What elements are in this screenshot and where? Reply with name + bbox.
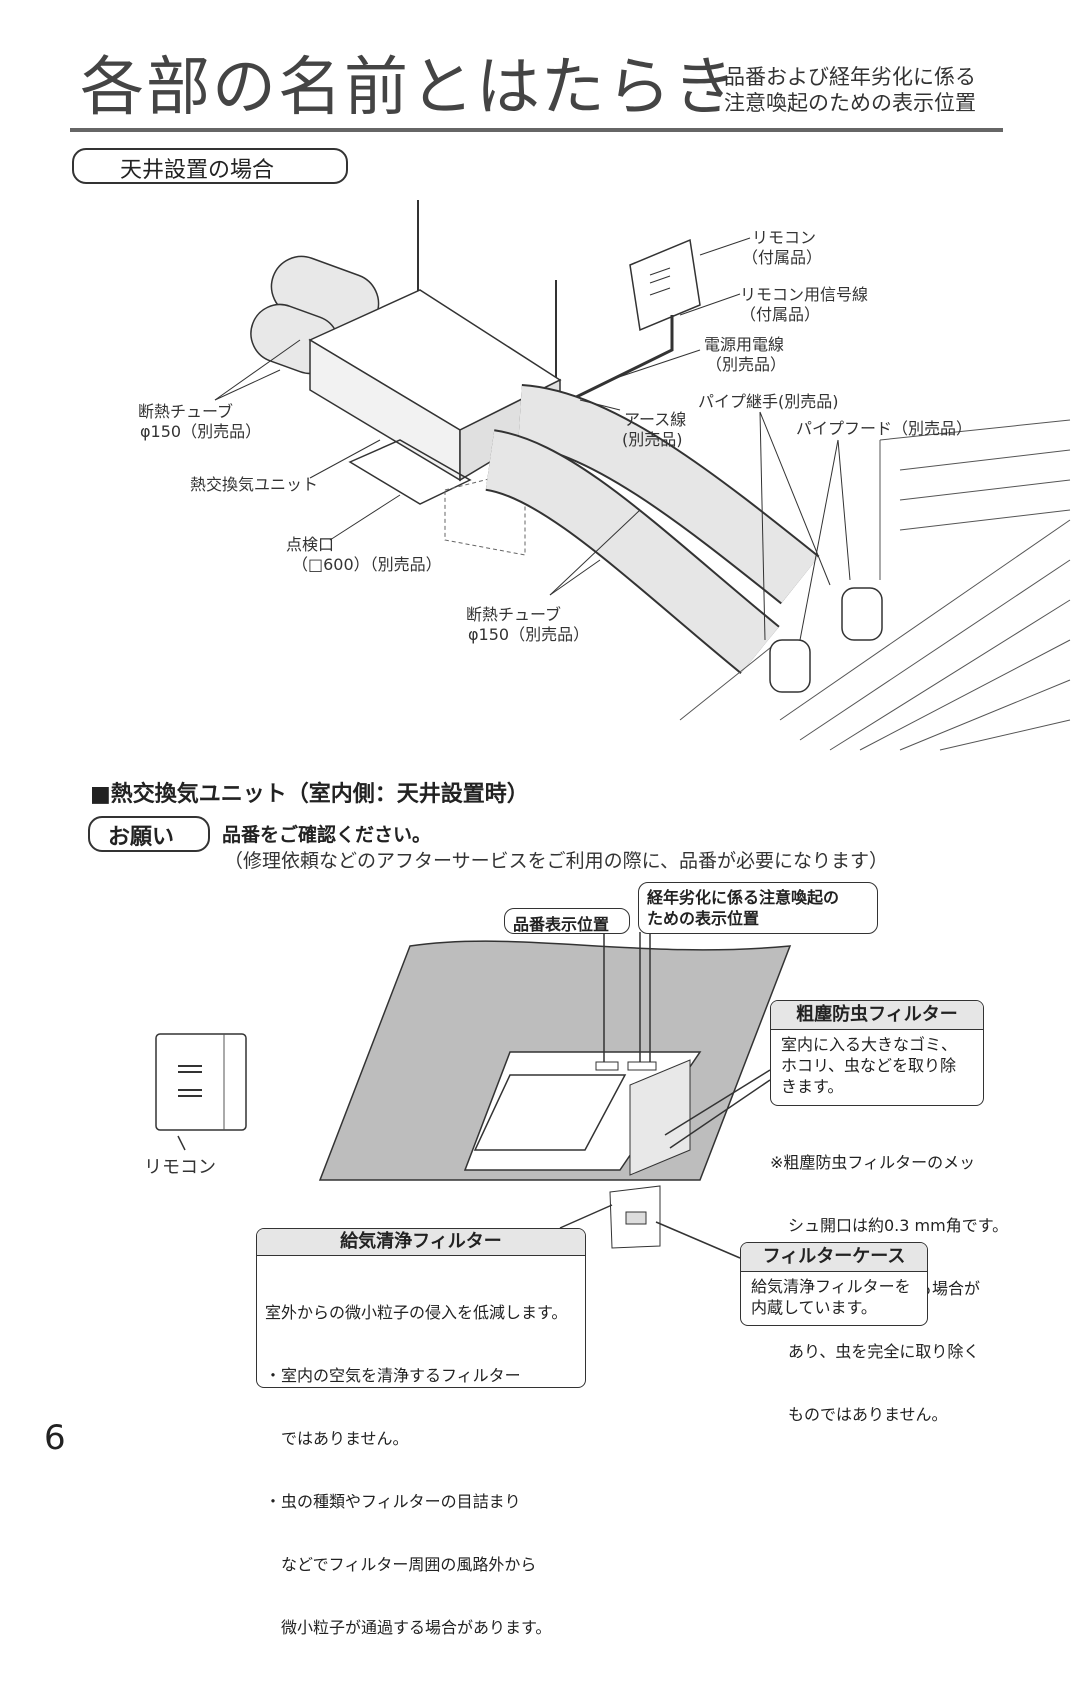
ceiling-installation-diagram	[214, 200, 1071, 751]
filter-case-slot	[625, 1211, 647, 1225]
coarse-filter-title: 粗塵防虫フィルター	[771, 1001, 983, 1030]
page-subtitle: 品番および経年劣化に係る 注意喚起のための表示位置	[724, 64, 976, 116]
leader-lines	[214, 237, 851, 641]
inspection-opening	[348, 439, 472, 505]
label-remote-wire-note: （付属品）	[740, 305, 821, 324]
ducts-to-wall	[484, 384, 820, 674]
ceiling-section-label: 天井設置の場合	[72, 148, 348, 184]
request-subtext: （修理依頼などのアフターサービスをご利用の際に、品番が必要になります）	[224, 850, 889, 872]
request-text: 品番をご確認ください。	[222, 824, 432, 846]
remote-control-front	[155, 1033, 247, 1131]
aging-notice-label: 経年劣化に係る注意喚起の ための表示位置	[638, 882, 878, 934]
label-remote-note: （付属品）	[742, 248, 823, 267]
label-pipe-joint: パイプ継手(別売品)	[698, 392, 839, 411]
indoor-unit-diagram	[155, 932, 792, 1259]
label-tube-left: 断熱チューブ	[138, 402, 234, 421]
label-tube-bottom-size: φ150（別売品）	[468, 625, 590, 644]
coarse-filter-illustration	[629, 1059, 691, 1176]
title-rule	[70, 128, 1003, 132]
indoor-leader-lines	[177, 932, 771, 1259]
aging-label-spot	[627, 1061, 657, 1071]
remote-control-illustration	[559, 238, 701, 407]
label-inspection: 点検口	[286, 535, 335, 554]
label-power-wire: 電源用電線	[704, 335, 785, 354]
remote-label: リモコン	[144, 1157, 216, 1178]
pipe-hoods	[769, 587, 883, 693]
label-power-wire-note: （別売品）	[706, 355, 787, 374]
label-earth-wire-note: (別売品)	[622, 430, 683, 449]
filter-case-title: フィルターケース	[741, 1243, 927, 1272]
label-tube-bottom: 断熱チューブ	[466, 605, 562, 624]
supply-filter-title: 給気清浄フィルター	[257, 1229, 585, 1256]
label-unit: 熱交換気ユニット	[190, 475, 319, 494]
page-number: 6	[44, 1418, 66, 1458]
subtitle-line-2: 注意喚起のための表示位置	[724, 91, 976, 115]
label-tube-left-size: φ150（別売品）	[140, 422, 262, 441]
model-label-spot	[595, 1061, 619, 1071]
filter-case-box: フィルターケース 給気清浄フィルターを 内蔵しています。	[740, 1242, 928, 1326]
onegai-badge: お願い	[88, 816, 210, 852]
indoor-section-heading: ■熱交換気ユニット（室内側：天井設置時）	[90, 782, 529, 807]
supply-filter-box: 給気清浄フィルター 室外からの微小粒子の侵入を低減します。 ・室内の空気を清浄す…	[256, 1228, 586, 1637]
label-inspection-size: （□600）（別売品）	[292, 555, 442, 574]
exterior-wall	[679, 419, 1071, 751]
subtitle-line-1: 品番および経年劣化に係る	[724, 65, 976, 89]
page-title: 各部の名前とはたらき	[80, 51, 739, 125]
model-position-label: 品番表示位置	[504, 908, 630, 934]
label-remote-wire: リモコン用信号線	[740, 285, 869, 304]
label-remote: リモコン	[752, 228, 817, 247]
access-panel	[473, 1074, 627, 1151]
coarse-filter-box: 粗塵防虫フィルター 室内に入る大きなゴミ、 ホコリ、虫などを取り除 きます。	[770, 1000, 984, 1106]
label-earth-wire: アース線	[624, 410, 687, 429]
label-pipe-hood: パイプフード（別売品）	[796, 419, 973, 438]
